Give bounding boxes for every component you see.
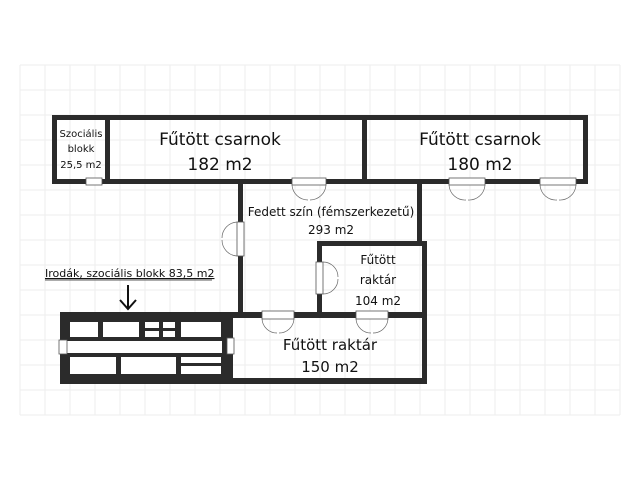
hall-left-name: Fűtött csarnok: [159, 130, 281, 150]
small-storage-line2: raktár: [360, 273, 396, 287]
hall-left-label: Fűtött csarnok 182 m2: [159, 130, 281, 175]
offices-label: Irodák, szociális blokk 83,5 m2: [45, 267, 214, 280]
covered-shed-name: Fedett szín (fémszerkezetű): [248, 205, 415, 219]
large-storage-label: Fűtött raktár 150 m2: [283, 336, 378, 376]
small-storage-label: Fűtött raktár 104 m2: [355, 253, 401, 308]
door-large-storage-1: [261, 310, 295, 320]
covered-shed-label: Fedett szín (fémszerkezetű) 293 m2: [248, 205, 415, 237]
door-shed-side: [236, 221, 245, 257]
social-block-line2: blokk: [68, 144, 95, 155]
social-block-line1: Szociális: [60, 128, 103, 140]
large-storage-area: 150 m2: [301, 358, 359, 376]
door-hall-left: [291, 177, 327, 186]
hall-left-area: 182 m2: [187, 155, 252, 175]
covered-shed-area: 293 m2: [308, 223, 354, 237]
door-office-left: [58, 339, 68, 355]
social-block-line3: 25,5 m2: [60, 160, 102, 171]
office-block-interior: [66, 318, 228, 378]
door-hall-right-1: [448, 177, 486, 186]
door-social-block: [85, 177, 103, 186]
small-storage-line1: Fűtött: [360, 253, 396, 267]
door-small-storage: [315, 261, 324, 295]
door-large-storage-2: [355, 310, 389, 320]
small-storage-line3: 104 m2: [355, 294, 401, 308]
hall-right-area: 180 m2: [447, 155, 512, 175]
door-hall-right-2: [539, 177, 577, 186]
social-block-label: Szociális blokk 25,5 m2: [60, 128, 103, 171]
doors: [58, 177, 577, 355]
down-arrow-icon: [119, 285, 137, 311]
door-office-right: [226, 337, 235, 355]
large-storage-name: Fűtött raktár: [283, 336, 378, 354]
hall-right-label: Fűtött csarnok 180 m2: [419, 130, 541, 175]
background-grid: [19, 64, 621, 416]
hall-right-name: Fűtött csarnok: [419, 130, 541, 150]
offices-annotation: Irodák, szociális blokk 83,5 m2: [45, 267, 214, 311]
